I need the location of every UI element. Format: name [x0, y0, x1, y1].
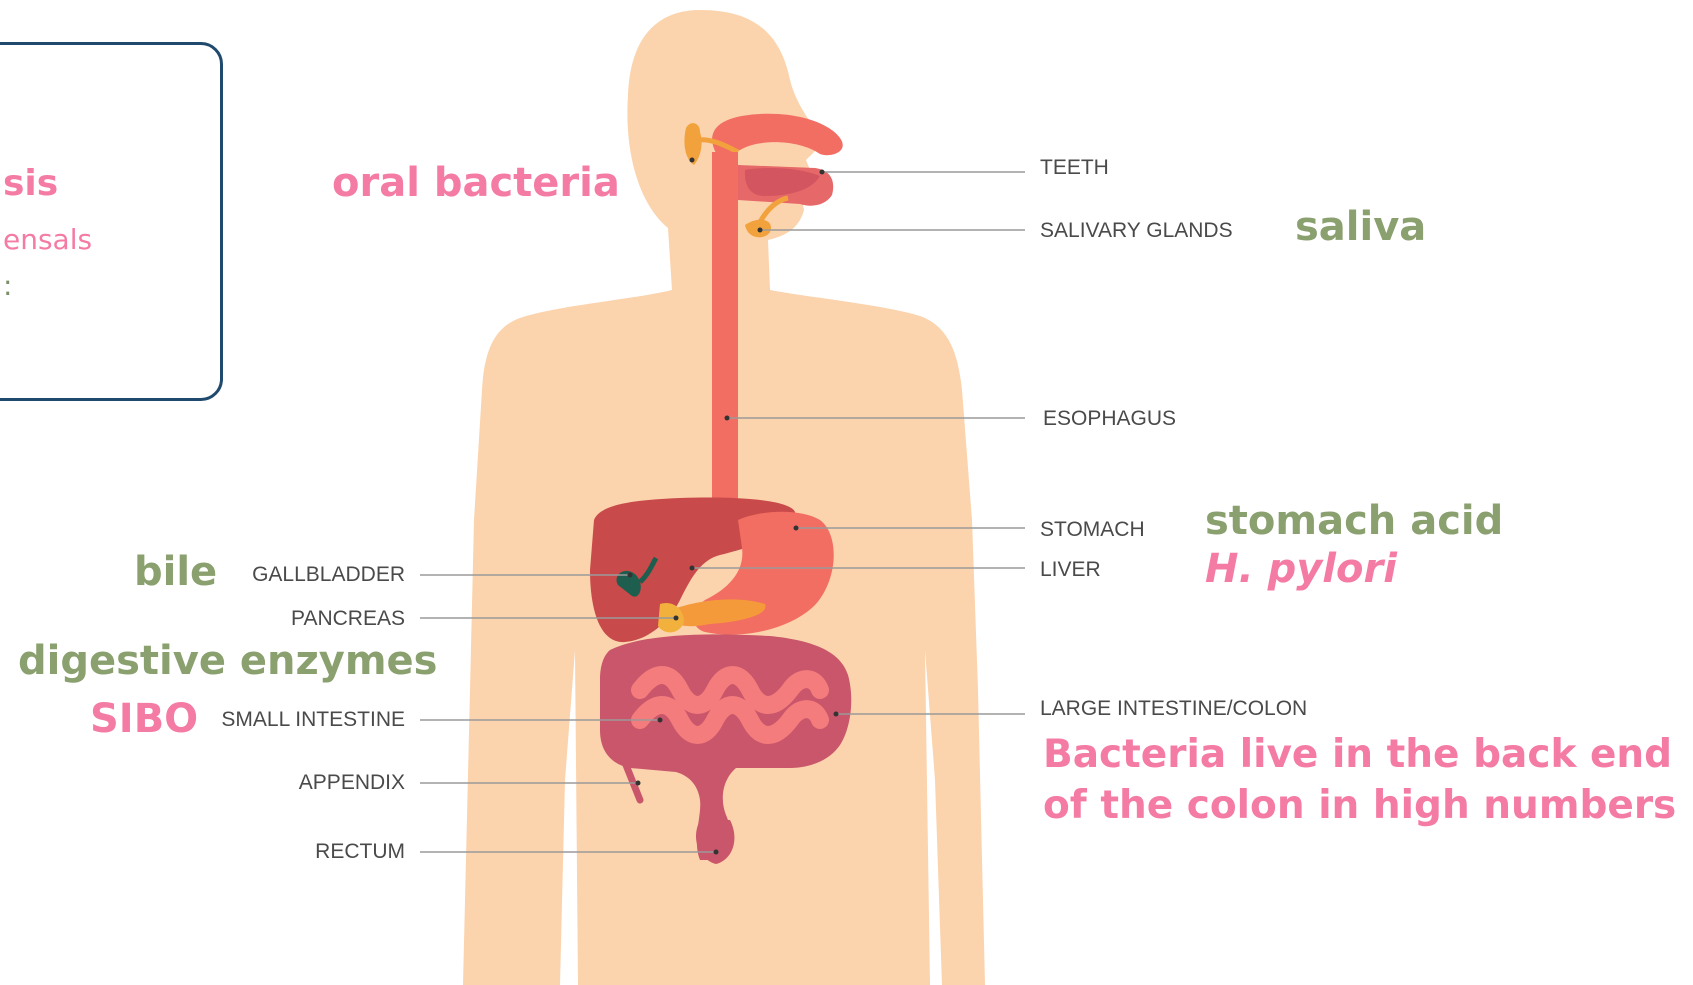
label-stomach: STOMACH — [1040, 518, 1145, 542]
note-oral-bacteria: oral bacteria — [332, 160, 620, 206]
label-small-intestine: SMALL INTESTINE — [200, 708, 405, 732]
note-saliva: saliva — [1295, 204, 1426, 250]
esophagus — [712, 152, 738, 520]
label-esophagus: ESOPHAGUS — [1043, 407, 1176, 431]
note-digestive-enzymes: digestive enzymes — [18, 638, 437, 684]
label-salivary-glands: SALIVARY GLANDS — [1040, 219, 1233, 243]
note-stomach-acid: stomach acid — [1205, 498, 1503, 544]
label-large-intestine: LARGE INTESTINE/COLON — [1040, 697, 1307, 721]
label-appendix: APPENDIX — [200, 771, 405, 795]
note-sibo: SIBO — [90, 696, 198, 742]
label-pancreas: PANCREAS — [200, 607, 405, 631]
label-gallbladder: GALLBLADDER — [200, 563, 405, 587]
label-liver: LIVER — [1040, 558, 1101, 582]
note-h-pylori: H. pylori — [1205, 546, 1397, 592]
note-colon-line-2: of the colon in high numbers — [1043, 783, 1676, 828]
label-rectum: RECTUM — [200, 840, 405, 864]
note-bile: bile — [134, 549, 217, 595]
label-teeth: TEETH — [1040, 156, 1109, 180]
note-colon-line-1: Bacteria live in the back end — [1043, 732, 1672, 777]
